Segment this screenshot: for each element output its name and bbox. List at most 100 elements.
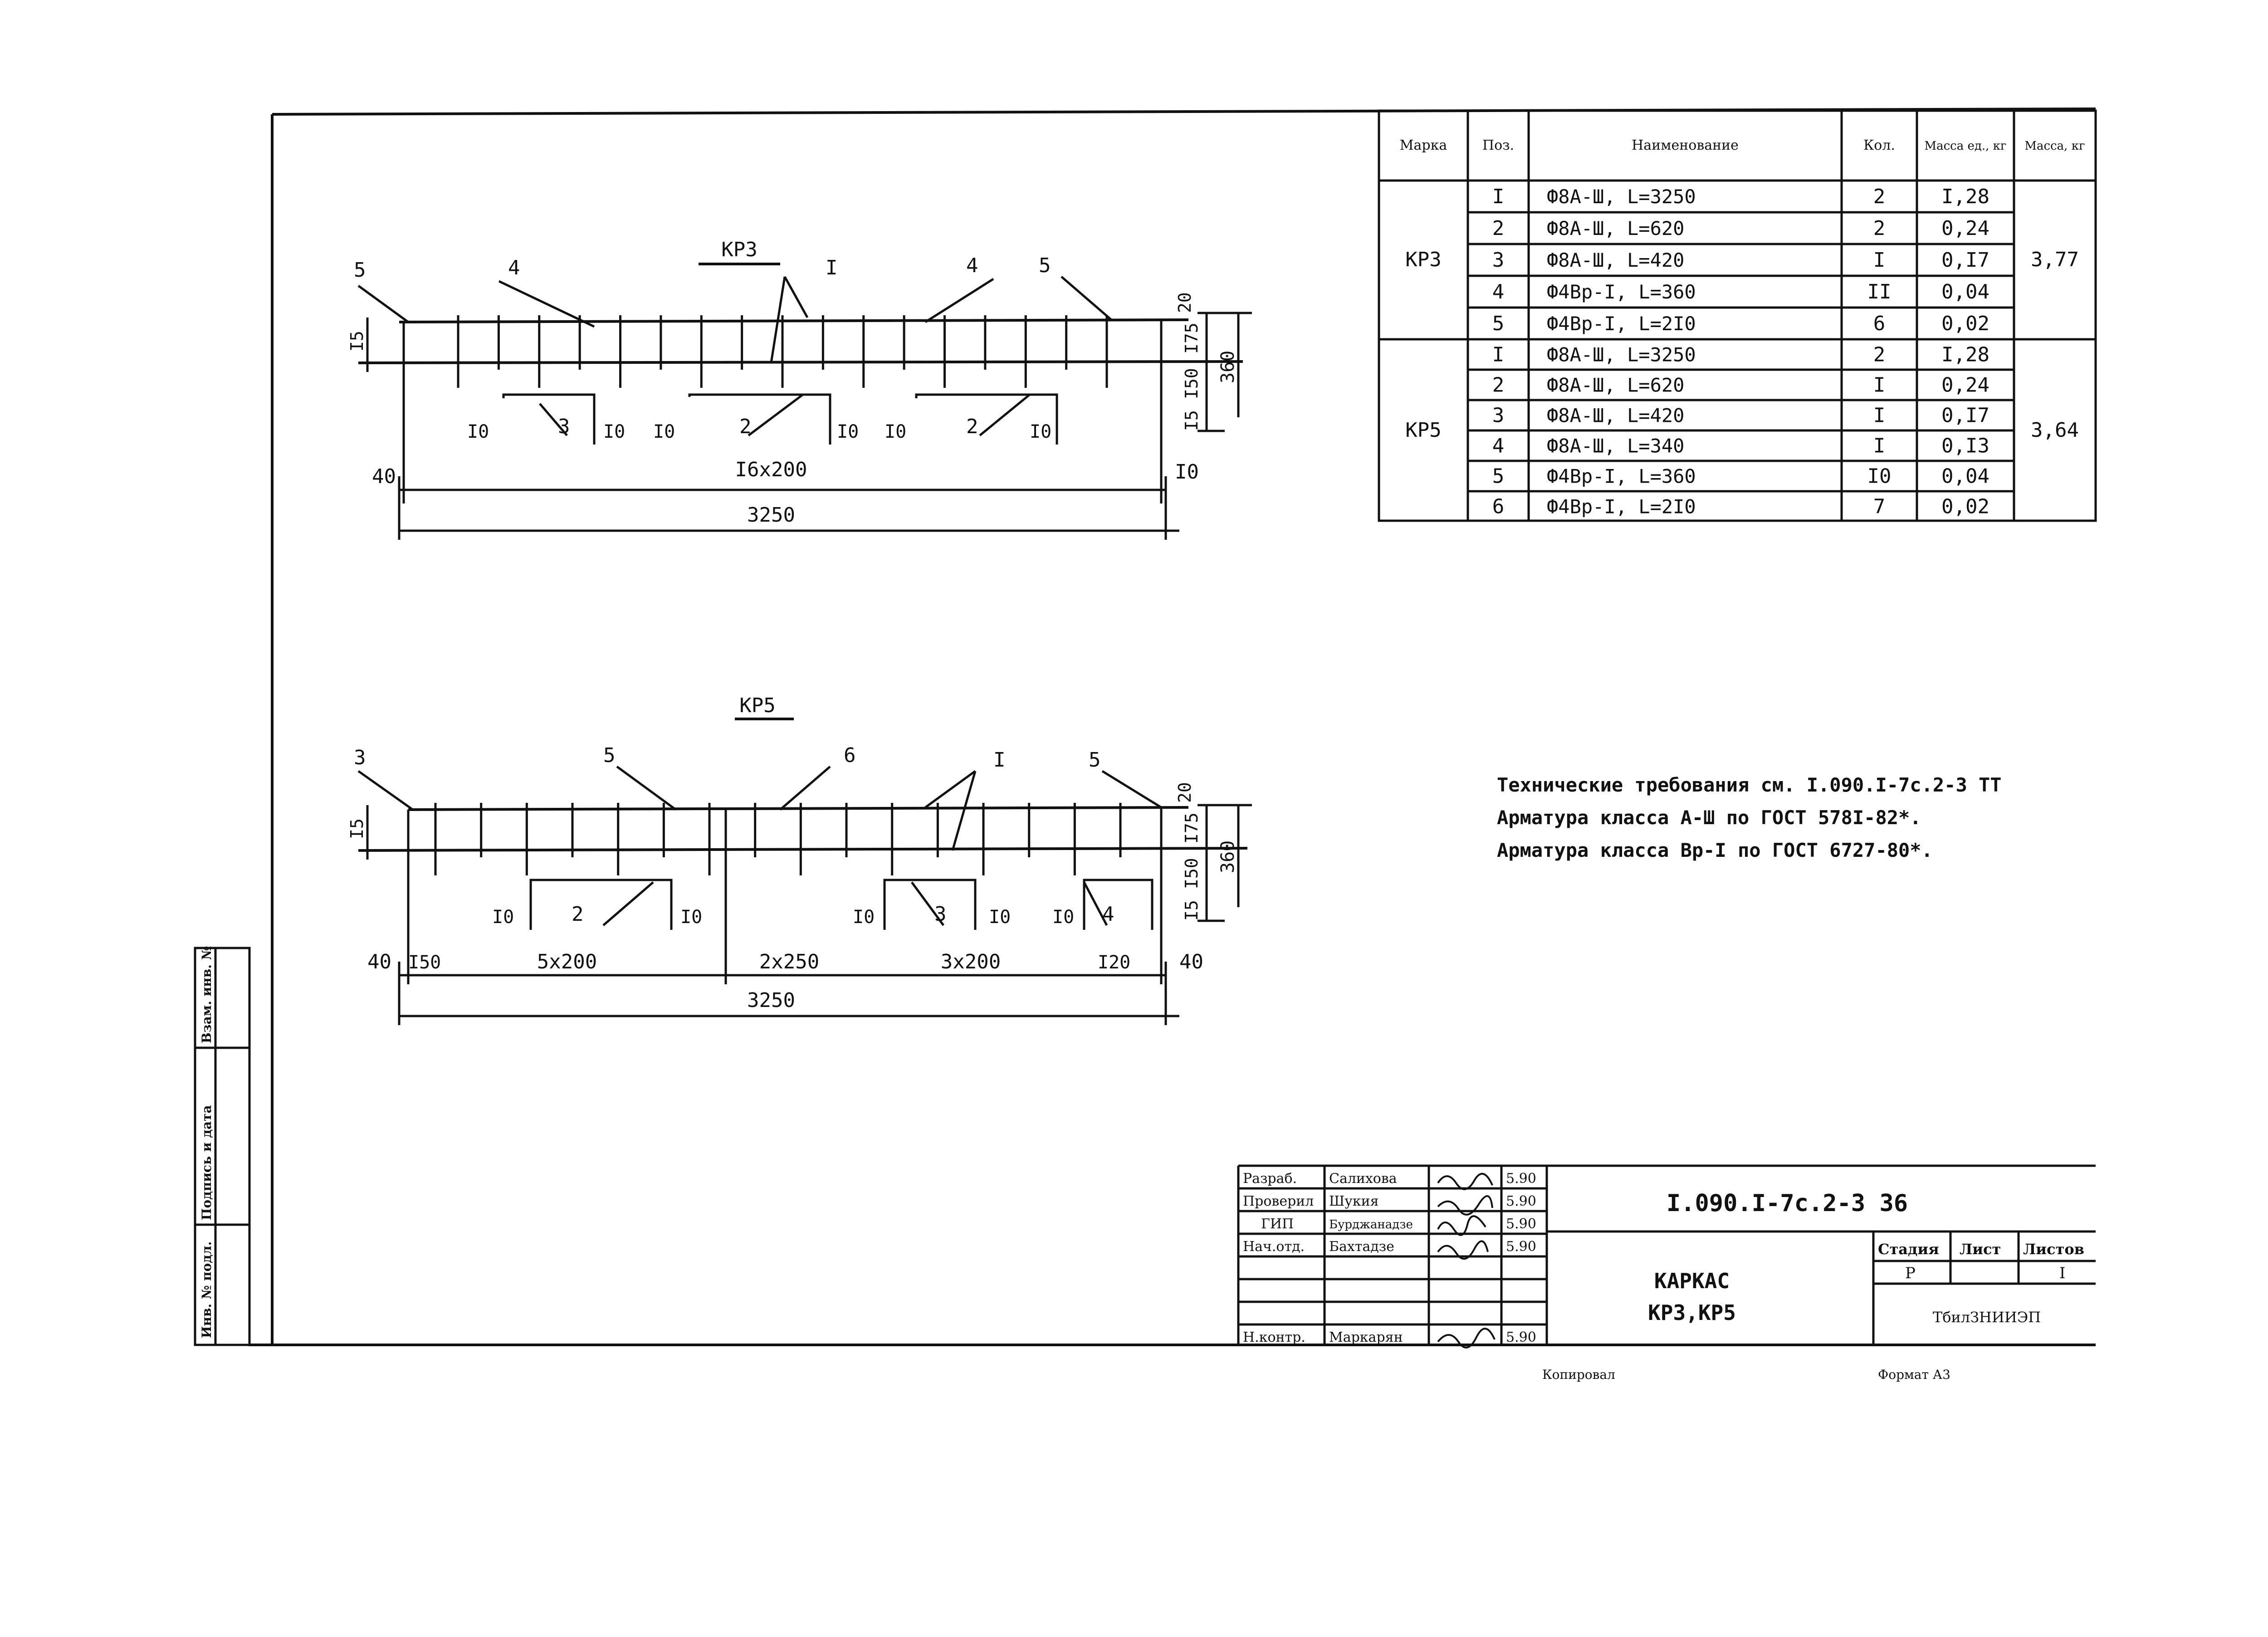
spec-pos: 4 — [1492, 280, 1505, 303]
kr3-callout-1: 5 — [354, 259, 366, 282]
kr3-transverse-bars — [457, 315, 1108, 388]
spec-qty: I — [1873, 249, 1886, 272]
spec-unit-mass: 0,I7 — [1941, 249, 1989, 272]
kr3-callout-4: 4 — [966, 254, 978, 277]
tb-name-checker: Шукия — [1329, 1193, 1379, 1209]
kr3-dim-right-height: 360 — [1217, 351, 1238, 383]
note-rebar-class-bp1: Арматура класса Вр-I по ГОСТ 6727-80*. — [1497, 839, 1933, 861]
tb-stage-value: Р — [1905, 1264, 1916, 1282]
spec-mark-0: КРЗ — [1405, 248, 1441, 271]
spec-qty: 6 — [1873, 312, 1886, 335]
kr5-dim-right-2: I75 — [1182, 812, 1202, 844]
spec-unit-mass: 0,02 — [1941, 495, 1989, 518]
spec-item-name: Ф4Вр-I, L=2I0 — [1547, 496, 1696, 518]
spec-pos: I — [1492, 343, 1505, 366]
header-pos: Поз. — [1482, 137, 1514, 153]
tb-stage-label: Стадия — [1878, 1241, 1939, 1258]
spec-table: Марка Поз. Наименование Кол. Масса ед., … — [1378, 109, 2097, 522]
kr5-callout-4: I — [993, 748, 1006, 772]
kr3-dim-bottom-3: I0 — [603, 421, 625, 442]
spec-unit-mass: 0,I3 — [1941, 435, 1989, 458]
tb-date-3: 5.90 — [1506, 1216, 1536, 1232]
spec-unit-mass: 0,04 — [1941, 280, 1989, 303]
tb-date-4: 5.90 — [1506, 1239, 1536, 1255]
spec-total-mass-1: 3,64 — [2031, 419, 2079, 442]
kr5-dim-bottom-11: I20 — [1098, 952, 1130, 973]
kr3-callout-5: 5 — [1039, 254, 1051, 277]
spec-pos: 4 — [1492, 435, 1505, 458]
spec-mark-1: КР5 — [1405, 419, 1441, 442]
signatures — [1437, 1173, 1496, 1349]
kr3-dim-total-length: 3250 — [747, 503, 795, 527]
kr3-dim-right-1: 20 — [1175, 292, 1195, 313]
kr3-callout-7: 2 — [739, 415, 752, 438]
tb-role-chief-engineer: ГИП — [1261, 1216, 1294, 1232]
kr5-title: КР5 — [739, 694, 775, 717]
spec-pos: 2 — [1492, 374, 1505, 397]
drawing-kr3: КРЗ 5 4 I 4 5 3 2 2 I5 20 I75 I50 I5 360… — [347, 238, 1252, 540]
spec-unit-mass: 0,04 — [1941, 465, 1989, 488]
spec-total-mass-0: 3,77 — [2031, 248, 2079, 271]
header-mark: Марка — [1400, 137, 1447, 153]
kr3-dim-bottom-2: I0 — [467, 421, 489, 442]
spec-item-name: Ф4Вр-I, L=2I0 — [1547, 313, 1696, 335]
kr5-callout-8: 4 — [1102, 903, 1114, 926]
tb-title-line1: КАРКАС — [1654, 1269, 1730, 1293]
tb-role-dept-head: Нач.отд. — [1243, 1239, 1305, 1255]
tb-format: Формат А3 — [1878, 1367, 1950, 1382]
tb-copied-by: Копировал — [1542, 1367, 1615, 1382]
kr5-callout-6: 2 — [572, 903, 584, 926]
spec-item-name: Ф8А-Ш, L=620 — [1547, 217, 1684, 239]
tb-sheet-label: Лист — [1960, 1241, 2001, 1258]
spec-unit-mass: I,28 — [1941, 343, 1989, 366]
note-tech-requirements: Технические требования см. I.090.I-7с.2-… — [1497, 774, 2002, 796]
tb-role-norm-control: Н.контр. — [1243, 1329, 1305, 1345]
spec-pos: I — [1492, 185, 1505, 208]
kr3-dim-right-2: I75 — [1182, 323, 1202, 354]
spec-item-name: Ф4Вр-I, L=360 — [1547, 281, 1696, 303]
tb-date-5: 5.90 — [1506, 1329, 1536, 1345]
kr5-dim-right-4: I5 — [1182, 900, 1202, 921]
kr5-callout-5: 5 — [1089, 748, 1101, 772]
spec-item-name: Ф4Вр-I, L=360 — [1547, 465, 1696, 488]
kr5-dim-bottom-8: 5х200 — [537, 950, 597, 973]
tb-name-norm-control: Маркарян — [1329, 1329, 1403, 1345]
kr3-title: КРЗ — [721, 238, 757, 261]
kr3-dim-bottom-end: I0 — [1175, 460, 1199, 484]
kr3-dim-right-3: I50 — [1182, 368, 1202, 399]
kr3-dim-bottom-spacing: I6х200 — [735, 458, 807, 481]
kr5-callout-3: 6 — [844, 744, 856, 767]
spec-item-name: Ф8А-Ш, L=340 — [1547, 435, 1684, 457]
spec-pos: 2 — [1492, 217, 1505, 240]
kr5-dim-bottom-12: 40 — [1179, 950, 1203, 973]
tb-date-1: 5.90 — [1506, 1171, 1536, 1187]
spec-qty: I — [1873, 374, 1886, 397]
header-unit-mass: Масса ед., кг — [1924, 139, 2006, 153]
tb-name-chief-engineer: Бурджанадзе — [1329, 1218, 1413, 1231]
kr5-dim-bottom-7: I50 — [408, 952, 441, 973]
spec-pos: 3 — [1492, 249, 1505, 272]
tb-name-dept-head: Бахтадзе — [1329, 1239, 1394, 1255]
kr3-dim-bottom-7: I0 — [1030, 421, 1051, 442]
side-stamp-signature-label: Подпись и дата — [199, 1105, 214, 1220]
tb-document-code: I.090.I-7с.2-3 36 — [1667, 1190, 1908, 1217]
kr5-dim-right-height: 360 — [1217, 840, 1238, 873]
kr5-callout-2: 5 — [603, 744, 616, 767]
spec-qty: II — [1867, 280, 1892, 303]
side-stamp-inv-label: Инв. № подл. — [199, 1241, 214, 1338]
tb-title-line2: КРЗ,КР5 — [1648, 1300, 1736, 1325]
spec-pos: 5 — [1492, 312, 1505, 335]
kr5-dim-left: I5 — [347, 818, 367, 839]
kr5-dim-bottom-2: I0 — [680, 907, 702, 928]
spec-qty: I0 — [1867, 465, 1892, 488]
spec-unit-mass: I,28 — [1941, 185, 1989, 208]
title-block: Разраб. Проверил ГИП Нач.отд. Н.контр. С… — [1237, 1164, 2096, 1382]
kr3-dim-right-4: I5 — [1182, 410, 1202, 431]
spec-qty: 2 — [1873, 343, 1886, 366]
header-mass: Масса, кг — [2024, 139, 2085, 153]
side-stamp: Инв. № подл. Подпись и дата Взам. инв. № — [194, 946, 251, 1346]
spec-unit-mass: 0,24 — [1941, 374, 1989, 397]
kr5-dim-right-3: I50 — [1182, 858, 1202, 889]
